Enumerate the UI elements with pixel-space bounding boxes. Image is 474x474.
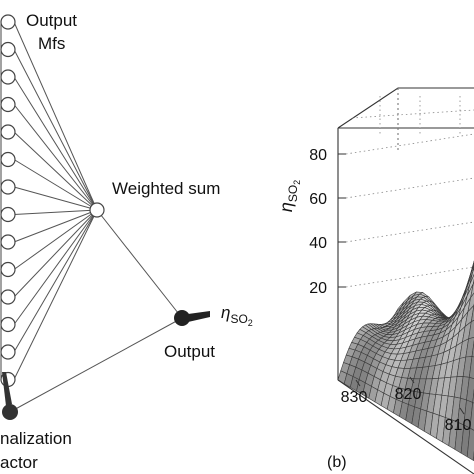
output-mf-node	[0, 179, 16, 195]
edge-weighted-to-output	[96, 209, 183, 319]
eta-subscript-digit: 2	[248, 318, 253, 328]
normalization-label-line2: actor	[0, 453, 38, 472]
z-axis-label-subscript: SO	[286, 185, 300, 202]
x-tick	[409, 376, 415, 384]
eta-so2-label: ηSO2	[221, 303, 253, 328]
surface-facet	[469, 402, 474, 431]
output-arrow	[188, 311, 210, 322]
edge-mf-to-sum	[13, 209, 98, 270]
normalization-tail	[2, 372, 12, 406]
output-mf-node	[0, 206, 16, 223]
output-mfs-label-line1: Output	[26, 11, 77, 30]
surface-facet	[470, 304, 474, 323]
weighted-sum-node	[89, 202, 105, 218]
edge-mf-to-sum	[13, 76, 98, 211]
z-tick-label: 60	[309, 191, 327, 208]
eta-subscript: SO	[230, 312, 247, 326]
normalization-label-line1: nalization	[0, 429, 72, 448]
edge-mf-to-sum	[13, 209, 98, 215]
z-axis-label-digit: 2	[292, 180, 302, 185]
x-axis: 830 820 810	[341, 376, 472, 434]
x-tick-label: 820	[395, 386, 422, 403]
output-mf-node	[0, 289, 16, 305]
output-node	[174, 310, 190, 326]
z-tick-label: 20	[309, 280, 327, 297]
output-mf-node	[0, 96, 16, 113]
edge-mf-to-sum	[13, 186, 98, 211]
output-mfs-label-line2: Mfs	[38, 34, 65, 53]
connection-lines	[0, 21, 98, 380]
output-mf-node	[0, 124, 16, 140]
edge-mf-to-sum	[13, 209, 98, 353]
weighted-sum-label: Weighted sum	[112, 179, 220, 198]
panel-label-b: (b)	[327, 454, 347, 471]
output-mf-node	[0, 344, 16, 360]
network-diagram: Output Mfs Weighted sum ηSO2 Output nali…	[0, 11, 253, 472]
edge-mf-to-sum	[13, 209, 98, 380]
normalization-node	[2, 404, 18, 420]
surface-mesh	[337, 260, 474, 462]
z-axis-label: ηSO2	[276, 180, 302, 212]
edge-mf-to-sum	[13, 21, 98, 211]
edge-mf-to-sum	[13, 209, 98, 325]
plot-box	[337, 87, 474, 380]
x-tick-label: 810	[445, 417, 472, 434]
edge-mf-to-sum	[13, 131, 98, 211]
z-tick-label: 40	[309, 235, 327, 252]
output-mf-nodes	[0, 14, 16, 388]
edge-mf-to-sum	[13, 104, 98, 211]
output-mf-node	[0, 261, 16, 278]
output-mf-node	[0, 14, 16, 30]
surface-plot: 80 60 40 20 830 820 810 ηSO2 (b)	[276, 87, 474, 474]
edge-mf-to-sum	[13, 209, 98, 243]
output-mf-node	[0, 41, 16, 58]
z-axis-label-symbol: η	[276, 202, 296, 212]
x-tick	[459, 407, 465, 415]
edge-mf-to-sum	[13, 49, 98, 211]
output-mf-node	[0, 151, 16, 168]
edge-mf-to-sum	[13, 209, 98, 298]
z-tick-label: 80	[309, 147, 327, 164]
output-mf-node	[0, 69, 16, 85]
x-tick-label: 830	[341, 389, 368, 406]
output-mf-node	[0, 316, 16, 333]
edge-mf-to-sum	[13, 159, 98, 211]
output-label: Output	[164, 342, 215, 361]
output-mf-node	[0, 234, 16, 250]
edge-normalization-to-output	[9, 317, 183, 413]
x-tick	[355, 379, 361, 387]
back-gridlines	[345, 96, 474, 288]
eta-symbol: η	[221, 303, 230, 322]
floor-edges	[337, 379, 474, 474]
z-axis: 80 60 40 20	[309, 147, 346, 297]
